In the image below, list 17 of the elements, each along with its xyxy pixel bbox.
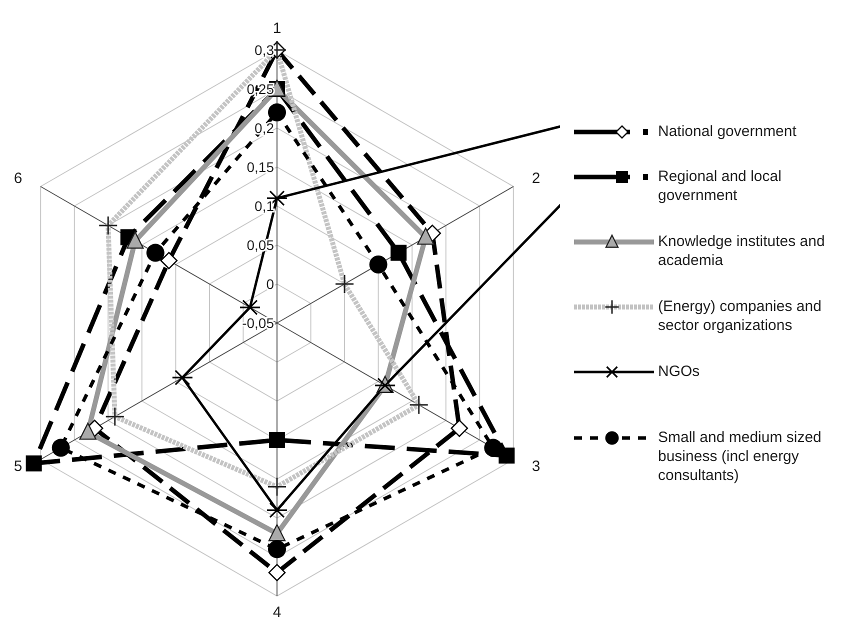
axis-label: 6 bbox=[14, 170, 22, 187]
tick-label: -0,05 bbox=[242, 315, 274, 331]
axis-label: 4 bbox=[272, 604, 282, 621]
legend-label: NGOs bbox=[658, 362, 701, 381]
legend-label: National government bbox=[658, 122, 798, 141]
tick-label: 0,15 bbox=[246, 159, 274, 175]
legend-label: Knowledge institutes and academia bbox=[658, 232, 826, 270]
tick-label: 0 bbox=[266, 276, 274, 292]
axis-label: 3 bbox=[532, 458, 540, 475]
axis-label: 1 bbox=[272, 20, 282, 37]
tick-label: 0,1 bbox=[254, 198, 274, 214]
legend-label: Small and medium sized business (incl energy consultants) bbox=[658, 428, 822, 485]
legend-label: (Energy) companies and sector organizations bbox=[658, 297, 822, 335]
tick-label: 0,2 bbox=[254, 120, 274, 136]
legend-label: Regional and local government bbox=[658, 167, 782, 205]
axis-label: 2 bbox=[532, 170, 540, 187]
axis-label: 5 bbox=[14, 458, 22, 475]
